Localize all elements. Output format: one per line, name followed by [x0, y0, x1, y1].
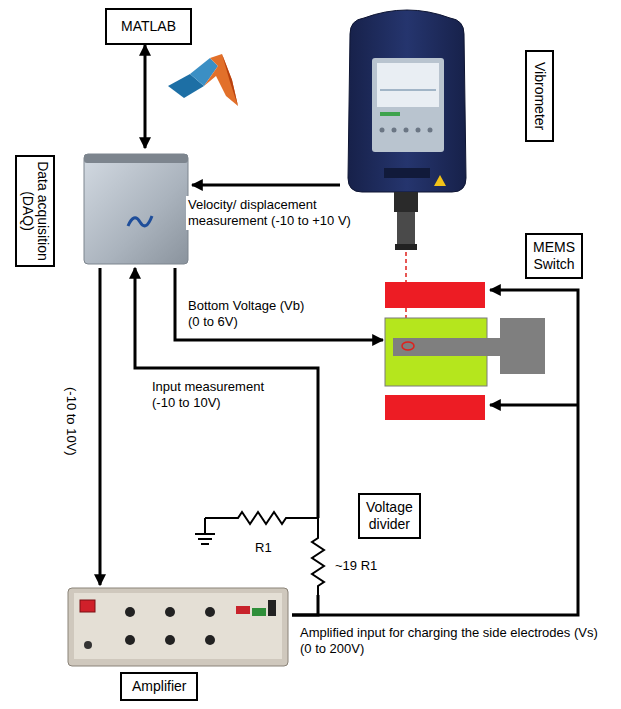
laser-spot: [402, 342, 414, 350]
connector-branch: [490, 404, 578, 407]
signal-connector: [292, 595, 318, 615]
signal-label: Bottom Voltage (Vb) (0 to 6V): [186, 297, 312, 331]
vent: [384, 168, 430, 178]
component-value: ~19 R1: [334, 558, 378, 574]
signal-connector: [145, 45, 146, 148]
signal-label: Amplified input for charging the side el…: [298, 624, 608, 658]
output-switch: [268, 600, 276, 616]
connector-line: [292, 290, 578, 615]
logo-part: [204, 54, 238, 106]
signal-connector: [292, 290, 578, 615]
anchor: [500, 318, 545, 374]
connector-line: [292, 595, 318, 615]
device-node: MEMS Switch: [383, 278, 490, 422]
device-node: Amplifier: [65, 585, 292, 670]
lens-barrel: [397, 212, 415, 246]
lens-holder: [394, 192, 418, 212]
connector-line: [99, 268, 102, 585]
laser-warning: [434, 175, 446, 186]
jack: [84, 641, 92, 649]
resistor-symbol: [205, 512, 318, 524]
connector-line: [192, 184, 340, 187]
device-label: Vibrometer: [525, 50, 554, 142]
voltage-divider-circuit: [195, 512, 324, 596]
knob: [125, 635, 135, 645]
button: [416, 128, 421, 133]
button: [392, 128, 397, 133]
component-value: R1: [254, 540, 273, 556]
amplifier-case: [68, 588, 288, 666]
box-label: MATLAB: [121, 18, 176, 35]
device-label: Voltage divider: [358, 493, 421, 539]
button: [404, 128, 409, 133]
ground-symbol: [198, 538, 212, 540]
signal-connector: [175, 268, 383, 340]
knob: [125, 607, 135, 617]
daq-top-edge: [84, 154, 188, 163]
connector-line: [144, 45, 147, 148]
resistor-symbol: [312, 518, 324, 596]
daq-illustration: [84, 154, 188, 264]
daq-case: [84, 154, 188, 264]
signal-connector: [192, 185, 340, 186]
status-bar: [380, 112, 400, 116]
signal-label: Velocity/ displacement measurement (-10 …: [186, 196, 362, 230]
green-clip: [252, 608, 266, 616]
vibrometer-body: [348, 10, 466, 192]
daq-logo-mark: [128, 216, 152, 226]
signal-label: (-10 to 10V): [62, 385, 80, 458]
button: [428, 128, 433, 133]
mems-illustration: [385, 282, 545, 420]
front-panel: [74, 593, 282, 659]
beam: [393, 338, 503, 356]
device-label: Amplifier: [120, 672, 198, 701]
power-switch: [80, 600, 95, 612]
signal-label: Input measurement (-10 to 10V): [150, 378, 278, 412]
red-clip: [236, 606, 250, 614]
screen-trace: [380, 90, 436, 91]
top-electrode: [385, 282, 485, 308]
connector-line: [175, 268, 383, 340]
amplifier-illustration: [68, 588, 288, 666]
vibrometer-screen: [377, 63, 439, 107]
connector-line: [135, 268, 318, 518]
label-box: MATLAB: [105, 8, 192, 45]
device-label: MEMS Switch: [525, 233, 583, 279]
device-node: Voltage divider: [195, 518, 330, 595]
vibrometer-illustration: [348, 10, 466, 250]
bottom-electrode: [385, 395, 485, 420]
vibrometer-panel: [372, 58, 444, 152]
device-node: Data acquisition (DAQ): [80, 148, 192, 268]
knob: [205, 635, 215, 645]
matlab-logo: [168, 54, 238, 106]
button: [380, 128, 385, 133]
knob: [205, 607, 215, 617]
knob: [165, 607, 175, 617]
ground-symbol: [195, 533, 215, 535]
signal-connector: [135, 268, 318, 518]
logo-part: [222, 54, 238, 106]
device-label: Data acquisition (DAQ): [15, 155, 55, 267]
knob: [165, 635, 175, 645]
signal-connector: [100, 268, 101, 585]
lens-ring: [395, 244, 417, 250]
wire: [204, 518, 206, 534]
ground-symbol: [201, 543, 209, 545]
